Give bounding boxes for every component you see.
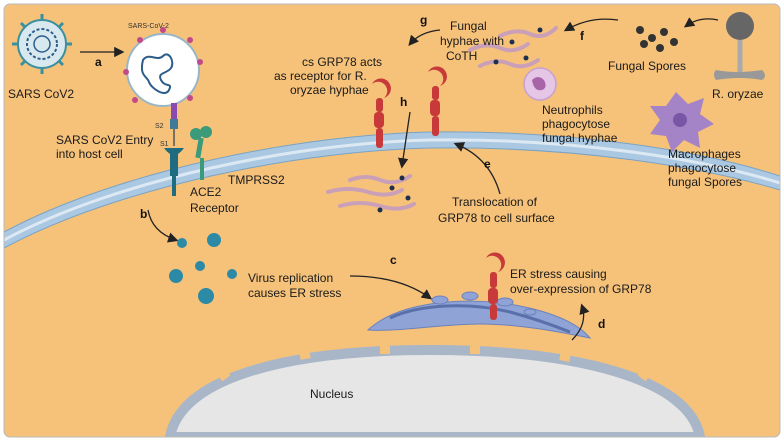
label-er-stress-line1: ER stress causing	[510, 267, 607, 281]
label-ace2-line2: Receptor	[190, 201, 239, 215]
label-csgrp78-line1: cs GRP78 acts	[302, 55, 382, 69]
nuclear-envelope-gaps	[217, 346, 651, 382]
ace2-receptor-icon	[164, 148, 184, 196]
macrophage-icon	[650, 92, 714, 152]
label-s1: S1	[160, 141, 169, 148]
label-neutrophils-line3: fungal hyphae	[542, 131, 618, 145]
step-e: e	[484, 157, 491, 171]
label-neutrophils-line1: Neutrophils	[542, 103, 603, 117]
label-neutrophils-line2: phagocytose	[542, 117, 610, 131]
sars-cov2-virion-large-icon	[123, 27, 203, 107]
neutrophil-icon	[523, 67, 557, 101]
grp78-surface-receptor-1-icon	[372, 78, 391, 148]
fungal-spores-icon	[636, 26, 678, 52]
label-r-oryzae: R. oryzae	[712, 87, 764, 101]
label-translocation-line2: GRP78 to cell surface	[438, 211, 555, 225]
step-b: b	[140, 207, 147, 221]
label-nucleus: Nucleus	[310, 387, 353, 401]
figure-border	[3, 3, 781, 438]
grp78-er-icon	[486, 252, 505, 320]
label-macrophages-line1: Macrophages	[668, 147, 741, 161]
coth-dots	[377, 175, 411, 213]
label-replication-line2: causes ER stress	[248, 286, 341, 300]
sars-cov2-virion-icon	[12, 14, 72, 74]
label-entry-line2: into host cell	[56, 147, 123, 161]
spike-protein-icon	[170, 103, 178, 146]
step-f: f	[580, 29, 585, 43]
plasma-membrane	[4, 131, 780, 249]
label-replication-line1: Virus replication	[248, 271, 333, 285]
arrow-f	[563, 18, 619, 32]
label-tmprss2: TMPRSS2	[228, 173, 285, 187]
coth-dots-outside	[493, 27, 543, 65]
label-macrophages-line2: phagocytose	[668, 161, 736, 175]
r-oryzae-icon	[714, 12, 765, 80]
arrow-h	[397, 111, 411, 169]
label-hyphae-coth-line1: Fungal	[450, 19, 487, 33]
arrow-b	[147, 209, 179, 243]
label-sars-cov2: SARS CoV2	[8, 87, 74, 101]
label-fungal-spores: Fungal Spores	[608, 59, 686, 73]
arrow-g	[408, 29, 441, 46]
label-s2: S2	[155, 123, 164, 130]
step-c: c	[390, 253, 397, 267]
step-h: h	[400, 95, 407, 109]
fungal-hyphae-coth-icon	[468, 26, 558, 69]
nucleus	[164, 344, 706, 437]
replicating-virions-icon	[169, 233, 237, 304]
step-a: a	[95, 55, 102, 69]
label-sars-cov2-small: SARS-CoV-2	[128, 23, 169, 30]
tmprss2-icon	[190, 126, 212, 180]
label-hyphae-coth-line3: CoTH	[446, 49, 477, 63]
label-csgrp78-line3: oryzae hyphae	[290, 83, 369, 97]
arrow-r-oryzae-to-spores	[683, 17, 719, 28]
endoplasmic-reticulum-icon	[366, 291, 592, 339]
label-translocation-line1: Translocation of	[452, 195, 538, 209]
label-hyphae-coth-line2: hyphae with	[440, 34, 504, 48]
label-ace2-line1: ACE2	[190, 185, 222, 199]
label-er-stress-line2: over-expression of GRP78	[510, 282, 652, 296]
arrow-e	[453, 142, 501, 195]
label-csgrp78-line2: as receptor for R.	[274, 69, 367, 83]
arrow-d	[571, 303, 590, 341]
arrow-c	[349, 275, 433, 300]
step-g: g	[420, 13, 427, 27]
grp78-surface-receptor-2-icon	[428, 66, 447, 136]
label-entry-line1: SARS CoV2 Entry	[56, 133, 153, 147]
plasma-membrane-inner-line	[4, 138, 780, 242]
label-macrophages-line3: fungal Spores	[668, 175, 742, 189]
step-d: d	[598, 317, 605, 331]
